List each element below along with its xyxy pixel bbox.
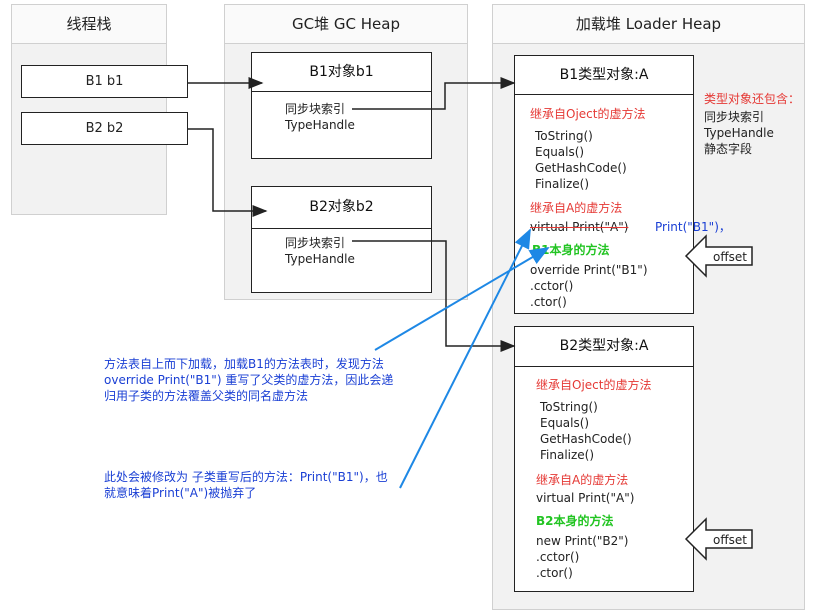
offset-pointer-b1 bbox=[684, 234, 753, 278]
thread-stack-title: 线程栈 bbox=[12, 5, 166, 44]
type-object-b2-title: B2类型对象:A bbox=[515, 327, 693, 367]
b2-object-method-equals: Equals() bbox=[540, 416, 590, 430]
b1-object-method-finalize: Finalize() bbox=[535, 177, 590, 191]
gc-object-b2-typehandle: TypeHandle bbox=[285, 252, 355, 266]
annotation-note-method-table: 方法表自上而下加载，加载B1的方法表时，发现方法override Print("… bbox=[104, 357, 394, 403]
b1-a-method-old: virtual Print("A") bbox=[530, 220, 629, 234]
stack-var-b2: B2 b2 bbox=[21, 112, 188, 145]
b2-object-virtuals-header: 继承自Oject的虚方法 bbox=[536, 378, 652, 392]
arrow-gc-b1-to-type-b1 bbox=[352, 77, 516, 110]
b2-object-method-tostring: ToString() bbox=[540, 400, 598, 414]
b2-own-methods-header: B2本身的方法 bbox=[536, 514, 614, 528]
b1-object-method-equals: Equals() bbox=[535, 145, 585, 159]
stack-var-b2-label: B2 b2 bbox=[85, 121, 124, 136]
side-note-sync: 同步块索引 bbox=[704, 110, 765, 124]
gc-object-b1-title: B1对象b1 bbox=[252, 53, 431, 92]
offset-label-b2: offset bbox=[713, 533, 747, 547]
b1-own-method-override-print: override Print("B1") bbox=[530, 263, 648, 277]
type-object-b1: B1类型对象:A bbox=[514, 55, 694, 314]
offset-label-b1: offset bbox=[713, 250, 747, 264]
thread-stack-column: 线程栈 bbox=[11, 4, 167, 215]
b2-a-method: virtual Print("A") bbox=[536, 491, 635, 505]
gc-object-b1-sync: 同步块索引 bbox=[285, 102, 346, 116]
b1-object-method-gethashcode: GetHashCode() bbox=[535, 161, 627, 175]
b1-object-virtuals-header: 继承自Oject的虚方法 bbox=[530, 107, 646, 121]
stack-var-b1: B1 b1 bbox=[21, 65, 188, 98]
b1-a-method-new: Print("B1")， bbox=[655, 220, 731, 234]
annotation-arrow-note1 bbox=[374, 246, 550, 351]
gc-object-b1-typehandle: TypeHandle bbox=[285, 118, 355, 132]
gc-object-b2-sync: 同步块索引 bbox=[285, 236, 346, 250]
type-object-b1-title: B1类型对象:A bbox=[515, 56, 693, 95]
gc-heap-title: GC堆 GC Heap bbox=[225, 5, 467, 44]
arrow-stack-b2-to-gc-b2 bbox=[188, 128, 268, 217]
annotation-arrow-note2 bbox=[399, 228, 531, 489]
b1-a-virtuals-header: 继承自A的虚方法 bbox=[530, 201, 623, 215]
b2-own-method-ctor: .ctor() bbox=[536, 566, 573, 580]
b1-own-method-cctor: .cctor() bbox=[530, 279, 574, 293]
b2-object-method-finalize: Finalize() bbox=[540, 448, 595, 462]
loader-heap-title: 加载堆 Loader Heap bbox=[493, 5, 804, 44]
b2-object-method-gethashcode: GetHashCode() bbox=[540, 432, 632, 446]
annotation-note-override: 此处会被修改为 子类重写后的方法：Print("B1")，也就意味着Print(… bbox=[104, 470, 388, 500]
arrow-gc-b2-to-type-b2 bbox=[352, 240, 516, 352]
side-note-title: 类型对象还包含： bbox=[704, 92, 801, 106]
b1-object-method-tostring: ToString() bbox=[535, 129, 593, 143]
gc-object-b2-title: B2对象b2 bbox=[252, 187, 431, 229]
type-object-b2: B2类型对象:A bbox=[514, 326, 694, 592]
side-note-static-fields: 静态字段 bbox=[704, 142, 753, 156]
b2-own-method-new-print: new Print("B2") bbox=[536, 534, 629, 548]
offset-pointer-b2 bbox=[684, 517, 753, 561]
stack-var-b1-label: B1 b1 bbox=[85, 74, 124, 89]
side-note-typehandle: TypeHandle bbox=[704, 126, 774, 140]
b2-own-method-cctor: .cctor() bbox=[536, 550, 580, 564]
b1-own-methods-header: B1本身的方法 bbox=[532, 243, 610, 257]
b2-a-virtuals-header: 继承自A的虚方法 bbox=[536, 473, 629, 487]
gc-object-b1: B1对象b1 同步块索引 TypeHandle bbox=[251, 52, 432, 159]
b1-own-method-ctor: .ctor() bbox=[530, 295, 567, 309]
gc-object-b2: B2对象b2 同步块索引 TypeHandle bbox=[251, 186, 432, 293]
